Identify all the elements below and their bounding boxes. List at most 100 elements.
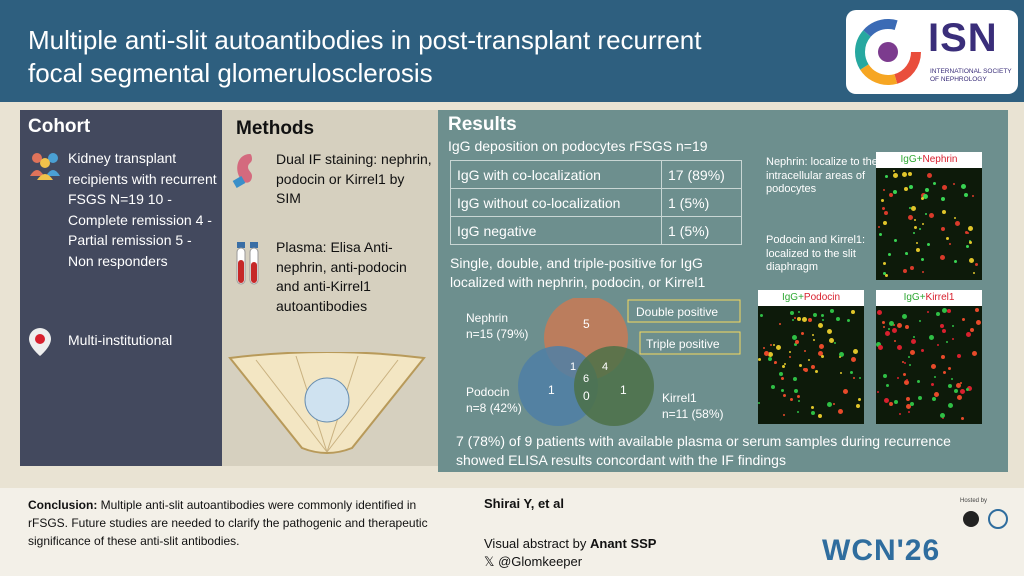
micrograph-speckle [893,173,898,178]
venn-count-kirrel-only: 1 [620,383,627,397]
micrograph-speckle [789,351,791,353]
venn-circle-podocin [518,346,598,426]
micrograph-speckle [804,350,806,352]
micrograph-speckle [934,376,936,378]
micrograph-speckle [933,182,936,185]
micrograph-igg-nephrin: IgG+Nephrin [876,152,982,280]
micrograph-speckle [763,347,765,349]
micrograph-speckle [925,188,929,192]
micrograph-speckle [910,402,914,406]
micrograph-speckle [908,411,910,413]
methods-if-staining: Dual IF staining: nephrin, podocin or Ki… [276,151,432,206]
micrograph-speckle [902,172,907,177]
micrograph-speckle [779,372,783,376]
table-cell-value: 1 (5%) [661,216,742,245]
venn-label-nephrin-2: n=15 (79%) [466,327,528,341]
venn-label-podocin-1: Podocin [466,385,509,399]
citation: Shirai Y, et al [484,496,564,511]
micrograph-speckle [897,345,902,350]
triple-positive-box [639,331,741,355]
micrograph-speckle [812,334,814,336]
micrograph-speckle [909,207,911,209]
micrograph-speckle [965,231,968,234]
header-banner: Multiple anti-slit autoantibodies in pos… [0,0,1024,102]
micrograph-speckle [902,314,907,319]
conclusion-body: Multiple anti-slit autoantibodies were c… [28,498,428,548]
micrograph-speckle [815,370,818,373]
micrograph-speckle [839,352,844,357]
micrograph-speckle [768,352,773,357]
micrograph-speckle [970,328,974,332]
micrograph-speckle [783,414,785,416]
micrograph-speckle [975,308,979,312]
visual-abstract-credit: Visual abstract by Anant SSP [484,536,656,551]
micrograph-speckle [947,309,951,313]
micrograph-speckle [790,398,793,401]
micrograph-speckle [882,207,885,210]
micrograph-speckle [758,402,760,404]
micrograph-speckle [942,417,944,419]
micrograph-speckle [964,193,968,197]
micrograph-speckle [877,310,882,315]
micrograph-speckle [943,371,946,374]
micrograph-speckle [957,354,961,358]
micrograph-speckle [942,308,947,313]
micrograph-speckle [774,361,777,364]
micrograph-speckle [954,217,956,219]
va-author: Anant SSP [590,536,657,551]
micrograph-speckle [888,328,890,330]
micrograph-speckle [949,243,951,245]
micrograph-speckle [916,248,920,252]
micrograph-speckle [946,237,949,240]
micrograph-speckle [954,260,957,263]
micrograph-speckle [909,364,911,366]
micrograph-speckle [821,314,824,317]
micrograph-speckle [893,170,895,172]
methods-plasma: Plasma: Elisa Anti-nephrin, anti-podocin… [276,239,407,314]
micrograph-speckle [883,272,886,275]
micrograph-speckle [904,187,908,191]
micrograph-speckle [966,245,969,248]
people-group-icon [30,153,60,180]
double-positive-box [627,299,741,323]
conclusion-label: Conclusion: [28,498,98,512]
micrograph-speckle [885,331,890,336]
micrograph-speckle [784,363,786,365]
micrograph-label: IgG+Nephrin [876,152,982,168]
micrograph-speckle [853,349,858,354]
micrograph-speckle [822,319,824,321]
micrograph-speckle [968,226,973,231]
micrograph-speckle [853,377,855,379]
micrograph-speckle [956,383,961,388]
micrograph-speckle [881,199,884,202]
micrograph-speckle [813,339,815,341]
micrograph-speckle [839,356,841,358]
micrograph-speckle [797,317,801,321]
triple-positive-label: Triple positive [646,337,720,351]
cohort-multi-institutional: Multi-institutional [68,332,173,348]
micrograph-speckle [921,258,924,261]
micrograph-speckle [910,350,915,355]
micrograph-speckle [851,310,855,314]
micrograph-speckle [894,239,897,242]
micrograph-speckle [931,383,934,386]
micrograph-speckle [833,403,835,405]
fan-decoration-icon [228,352,426,454]
micrograph-speckle [802,317,807,322]
micrograph-speckle [856,404,860,408]
micrograph-speckle [878,345,883,350]
table-row: IgG without co-localization 1 (5%) [450,188,742,217]
isn-logo-word: ISN [928,16,998,60]
micrograph-speckle [932,397,936,401]
wcn-logo: WCN'26 [822,534,941,567]
micrograph-speckle [972,195,974,197]
micrograph-speckle [960,389,965,394]
micrograph-speckle [843,389,848,394]
micrograph-speckle [794,343,797,346]
micrograph-speckle [883,374,887,378]
micrograph-speckle [960,382,962,384]
micrograph-speckle [884,211,888,215]
micrograph-speckle [946,341,948,343]
micrograph-speckle [940,413,945,418]
igg-deposition-table: IgG with co-localization 17 (89%) IgG wi… [450,160,742,245]
